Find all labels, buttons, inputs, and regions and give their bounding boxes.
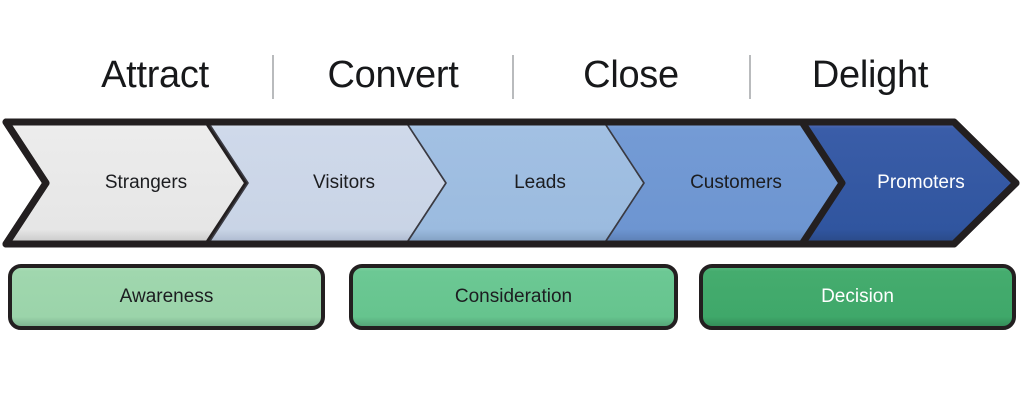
journey-bar-consideration[interactable]: Consideration — [349, 264, 678, 330]
stage-divider-3 — [749, 55, 751, 99]
stage-header-row: Attract Convert Close Delight — [0, 44, 1024, 106]
journey-bar-consideration-label: Consideration — [454, 286, 573, 307]
journey-bar-awareness-label: Awareness — [119, 286, 214, 307]
funnel-arrow — [0, 118, 1024, 248]
stage-divider-1 — [272, 55, 274, 99]
stage-label-convert: Convert — [327, 54, 459, 96]
journey-bar-decision-label: Decision — [821, 286, 894, 307]
stage-label-attract: Attract — [101, 54, 209, 96]
stage-label-delight: Delight — [811, 54, 929, 96]
journey-bar-awareness[interactable]: Awareness — [8, 264, 325, 330]
funnel-outline — [2, 118, 1020, 248]
stage-label-close: Close — [583, 54, 679, 96]
funnel-svg — [2, 118, 1020, 248]
journey-bar-decision[interactable]: Decision — [699, 264, 1016, 330]
stage-divider-2 — [512, 55, 514, 99]
